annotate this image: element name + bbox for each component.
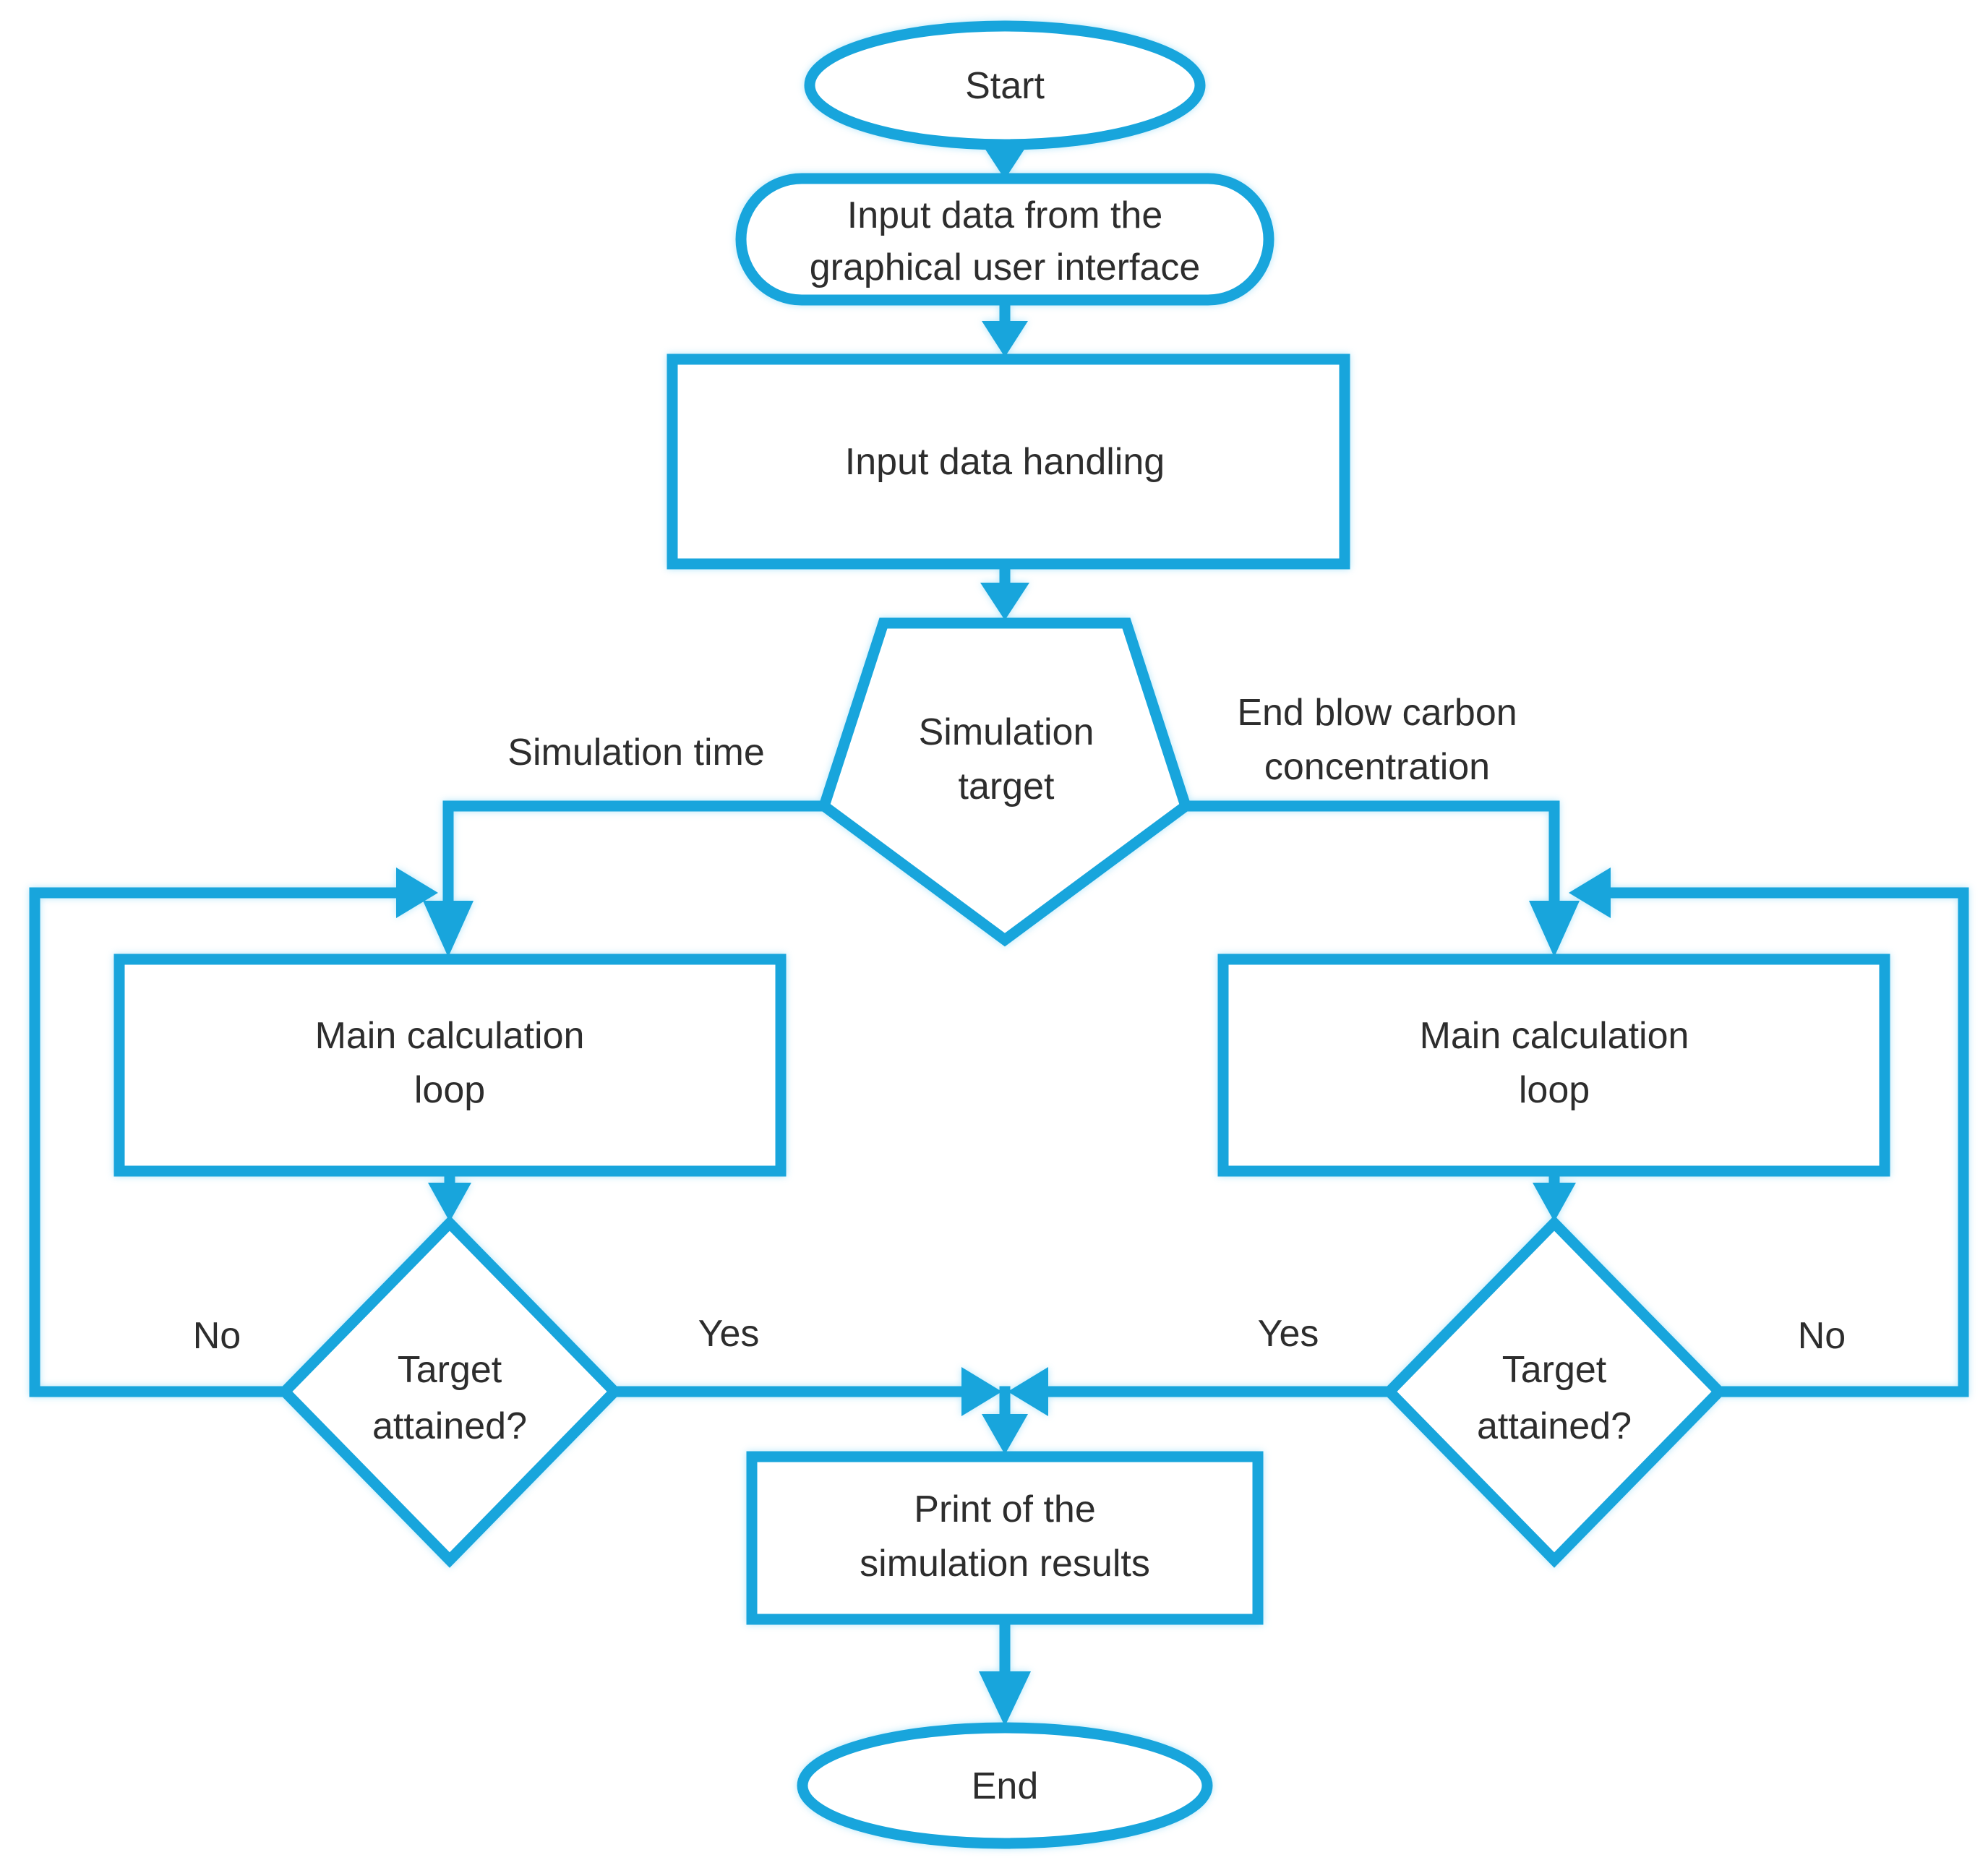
main-loop-right-node [1217, 954, 1890, 1177]
input-handling-label: Input data handling [845, 441, 1165, 483]
edge-label-end-blow-line2: concentration [1264, 746, 1490, 788]
target-attained-right-label-line2: attained? [1477, 1405, 1632, 1447]
simulation-target-node [818, 617, 1192, 947]
input-handling-node [667, 354, 1350, 570]
print-results-label-line2: simulation results [860, 1543, 1150, 1585]
simulation-target-label-line1: Simulation [919, 711, 1094, 753]
target-attained-right-label-line1: Target [1502, 1349, 1607, 1391]
end-label: End [972, 1765, 1039, 1807]
edge-label-no-left: No [193, 1315, 241, 1357]
edge-left-branch [423, 800, 830, 957]
arrow-junction-to-print [982, 1386, 1028, 1454]
main-loop-left-label-line2: loop [414, 1069, 485, 1111]
edge-label-simulation-time: Simulation time [507, 732, 764, 774]
arrow-handling-to-target [980, 558, 1029, 620]
arrow-print-to-end [979, 1614, 1031, 1726]
start-label: Start [965, 65, 1045, 107]
target-attained-right-node [1381, 1215, 1727, 1568]
print-results-node [746, 1451, 1264, 1625]
arrow-input-gui-to-handling [982, 294, 1028, 357]
edge-label-no-right: No [1798, 1315, 1846, 1357]
target-attained-left-node [277, 1215, 622, 1568]
main-loop-left-label-line1: Main calculation [315, 1015, 585, 1057]
edge-label-yes-right: Yes [1258, 1313, 1319, 1355]
edge-right-yes [1008, 1367, 1395, 1416]
target-attained-left-label-line1: Target [398, 1349, 502, 1391]
end-node [797, 1722, 1213, 1849]
main-loop-left-node [113, 954, 787, 1177]
start-node [804, 20, 1206, 150]
edge-left-no-loop [29, 867, 438, 1397]
edge-label-end-blow-line1: End blow carbon [1237, 692, 1517, 734]
input-gui-node [735, 173, 1274, 306]
main-loop-right-label-line2: loop [1519, 1069, 1590, 1111]
target-attained-left-label-line2: attained? [372, 1405, 527, 1447]
edge-right-branch [1180, 800, 1580, 957]
arrow-left-loop-to-decision [428, 1165, 471, 1222]
edge-left-yes [609, 1367, 1002, 1416]
print-results-label-line1: Print of the [914, 1488, 1095, 1530]
main-loop-right-label-line1: Main calculation [1420, 1015, 1689, 1057]
simulation-target-label-line2: target [959, 766, 1055, 807]
edge-label-yes-left: Yes [698, 1313, 760, 1355]
edge-right-no-loop [1569, 867, 1969, 1397]
input-gui-label-line1: Input data from the [847, 194, 1163, 236]
input-gui-label-line2: graphical user interface [810, 247, 1201, 288]
arrow-right-loop-to-decision [1533, 1165, 1576, 1222]
